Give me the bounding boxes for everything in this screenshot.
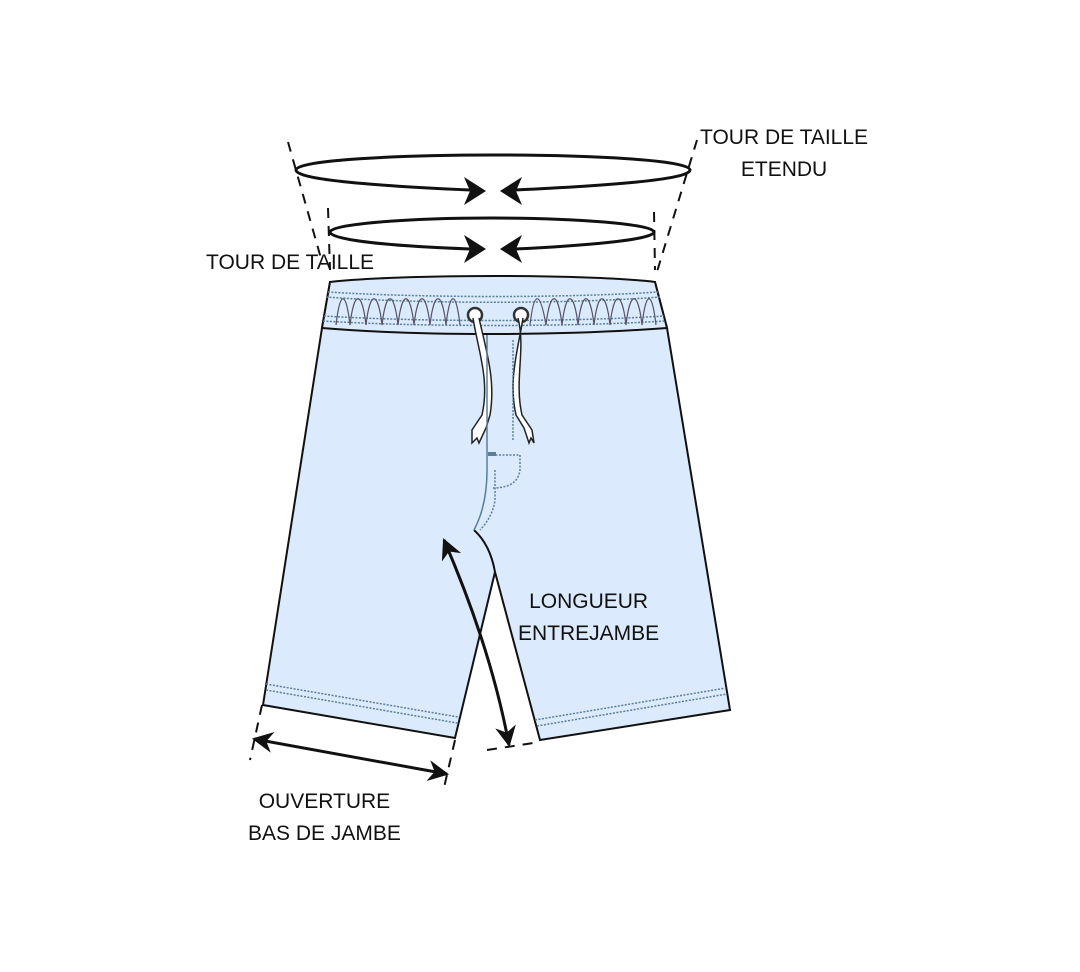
shorts-body	[261, 281, 732, 742]
hem-stitching	[265, 683, 728, 727]
label-inseam: LONGUEUR ENTREJAMBE	[518, 586, 659, 650]
label-leg-opening: OUVERTURE BAS DE JAMBE	[248, 786, 401, 850]
label-line: BAS DE JAMBE	[248, 822, 401, 845]
fly-stitching	[473, 335, 521, 531]
inseam-arrow	[441, 538, 516, 748]
waist-extended-measure	[294, 153, 692, 205]
elastic-gathers	[335, 298, 657, 326]
drawstring	[466, 306, 535, 446]
waist-measure	[328, 216, 656, 263]
label-line: OUVERTURE	[258, 790, 391, 813]
label-waist-extended: TOUR DE TAILLE ETENDU	[700, 122, 868, 186]
label-line: ENTREJAMBE	[518, 622, 660, 645]
label-line: TOUR DE TAILLE	[700, 126, 869, 149]
label-line: ETENDU	[740, 158, 828, 181]
label-line: LONGUEUR	[529, 590, 649, 613]
label-waist: TOUR DE TAILLE	[206, 251, 375, 274]
waistband-stitching	[322, 291, 666, 327]
leg-opening-arrow	[251, 732, 450, 781]
